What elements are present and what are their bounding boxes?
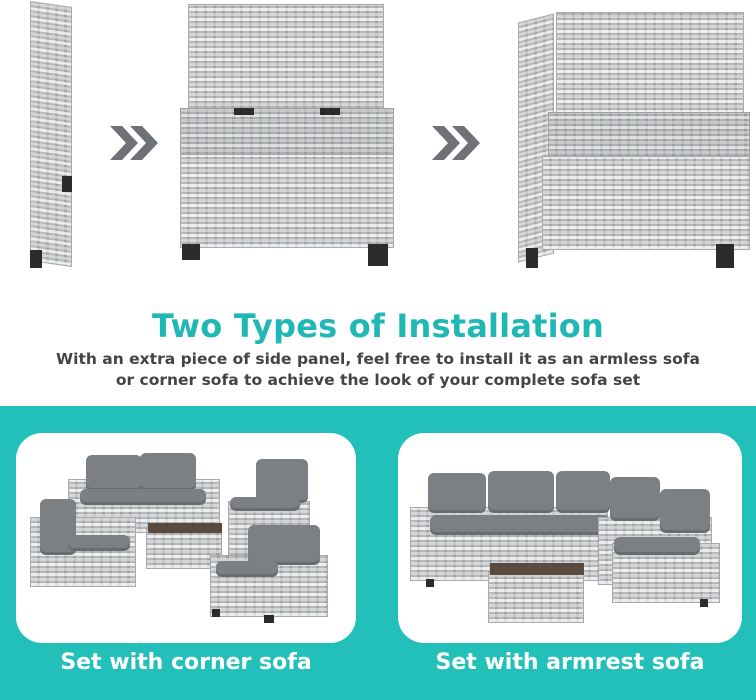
caption-corner-sofa: Set with corner sofa (60, 650, 312, 675)
sofa-back-cushion (428, 473, 486, 513)
armrest-seat-cushion (614, 537, 700, 555)
description-line: With an extra piece of side panel, feel … (56, 350, 700, 368)
loveseat-back-cushion (86, 455, 142, 491)
armless-clip (320, 108, 340, 115)
installation-steps (0, 0, 756, 290)
chair-seat-cushion (68, 535, 130, 551)
coffee-table-top (148, 523, 222, 533)
corner-back-cushion (660, 489, 710, 533)
sofa-seat-cushion (430, 515, 610, 535)
loveseat-seat-cushion (80, 489, 206, 505)
description: With an extra piece of side panel, feel … (0, 349, 756, 391)
side-panel-leg (30, 250, 42, 268)
loveseat-back-cushion (140, 453, 196, 491)
armless-leg (368, 244, 388, 266)
armless-backrest (188, 4, 384, 112)
side-panel (30, 1, 72, 267)
sofa-leg (426, 579, 434, 587)
coffee-table-top (490, 563, 584, 575)
corner-seat (548, 112, 750, 160)
sofa-leg (700, 599, 708, 607)
page-title: Two Types of Installation (152, 307, 604, 345)
chair-seat-cushion (216, 561, 278, 577)
double-chevron-right-icon (432, 126, 480, 160)
sofa-back-cushion (556, 471, 610, 513)
chair-leg (212, 609, 220, 617)
armless-seat (180, 108, 394, 158)
armless-leg (182, 244, 200, 260)
side-panel-leg (62, 176, 72, 192)
corner-base (542, 156, 750, 250)
chair-back-cushion (256, 459, 308, 503)
corner-leg (716, 244, 734, 268)
corner-sofa-set-panel (16, 433, 356, 643)
double-chevron-right-icon (110, 126, 158, 160)
armless-base (180, 154, 394, 248)
corner-back-cushion (610, 477, 660, 521)
chair-back-cushion (248, 525, 320, 565)
chair-seat-cushion (230, 497, 300, 511)
chair-leg (264, 615, 274, 623)
corner-leg (526, 248, 538, 268)
coffee-table (146, 529, 222, 569)
sofa-back-cushion (488, 471, 554, 513)
description-line: or corner sofa to achieve the look of yo… (115, 371, 641, 389)
caption-armrest-sofa: Set with armrest sofa (435, 650, 705, 675)
corner-backrest (556, 12, 744, 114)
coffee-table (488, 571, 584, 623)
armless-clip (234, 108, 254, 115)
armrest-sofa-set-panel (398, 433, 742, 643)
